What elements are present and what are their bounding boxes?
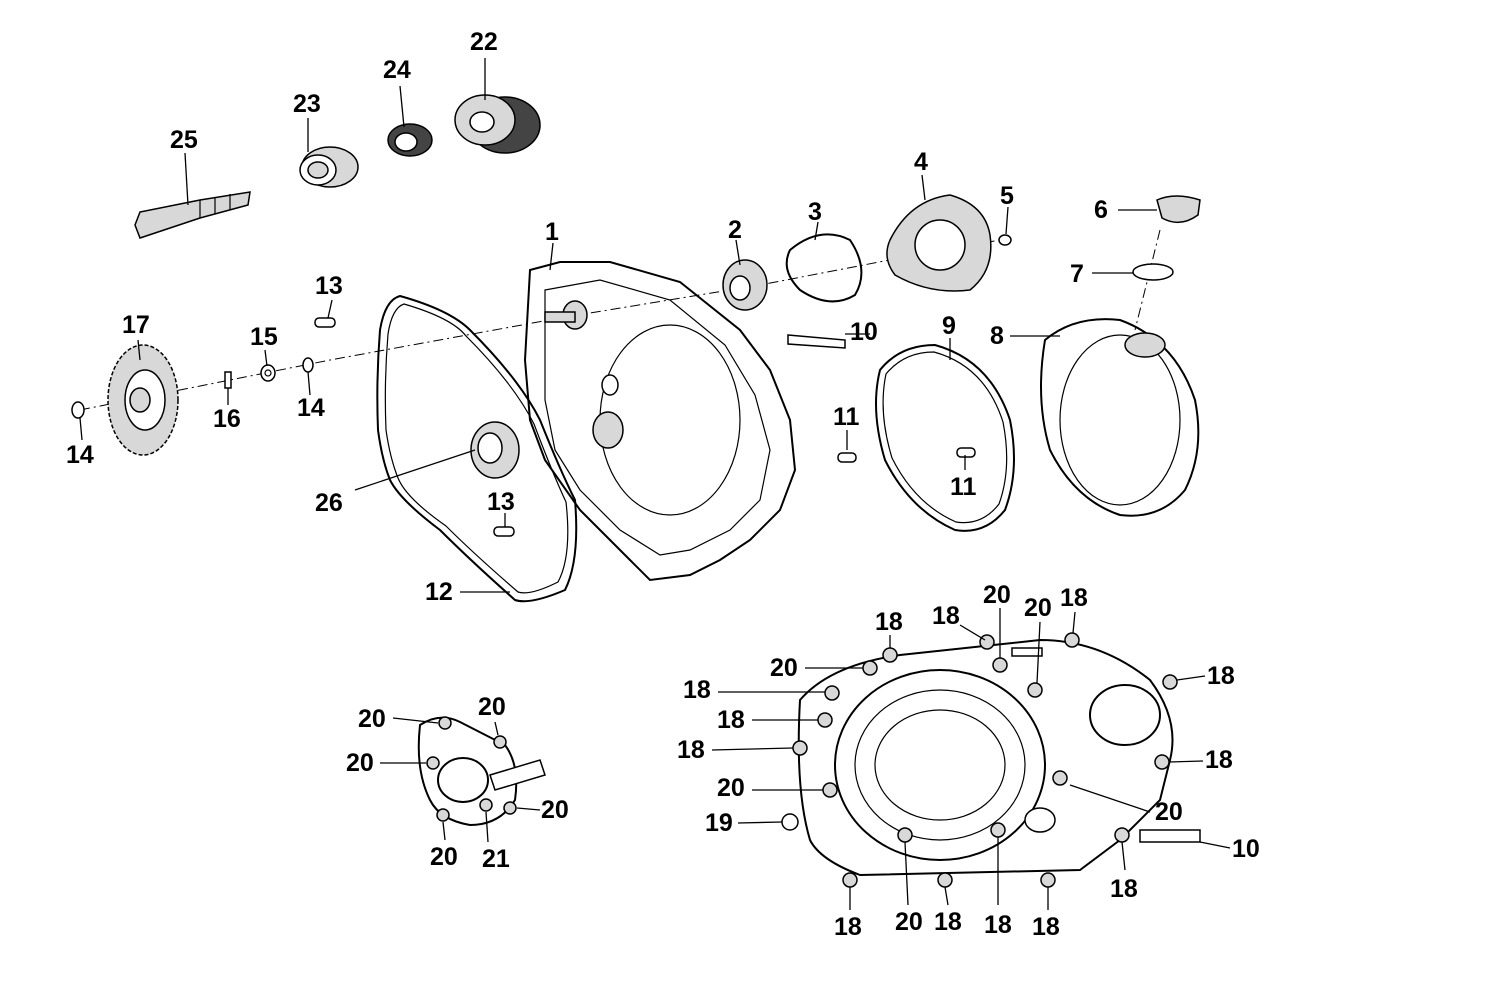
callout-18: 18: [834, 913, 862, 941]
callout-20: 20: [478, 693, 506, 721]
callout-10-upper: 10: [850, 318, 878, 346]
part-clutch-cover: [1040, 318, 1200, 517]
callout-14-left: 14: [66, 441, 94, 469]
callout-20: 20: [541, 796, 569, 824]
part-gear-stack: [454, 94, 541, 154]
callout-labels: 1 2 3 4 5 6 7 8 9 10 10 11 11 12 13 13 1…: [66, 28, 1260, 873]
part-crankcase-cover: [523, 261, 797, 582]
callout-20: 20: [1024, 594, 1052, 622]
callout-18: 18: [677, 736, 705, 764]
callout-20: 20: [895, 908, 923, 936]
callout-20: 20: [983, 581, 1011, 609]
part-seal: [387, 123, 433, 157]
callout-18: 18: [1110, 875, 1138, 903]
callout-13-lower: 13: [487, 488, 515, 516]
callout-18: 18: [1207, 662, 1235, 690]
part-small-fittings: [71, 317, 976, 537]
part-small-washer: [998, 234, 1012, 246]
callout-20: 20: [770, 654, 798, 682]
callout-20: 20: [1155, 798, 1183, 826]
callout-18: 18: [1205, 746, 1233, 774]
callout-21: 21: [482, 845, 510, 873]
callout-18: 18: [875, 608, 903, 636]
callout-20: 20: [717, 774, 745, 802]
part-outer-cover: [797, 638, 1201, 877]
part-pump-cover: [417, 716, 546, 827]
callout-20: 20: [430, 843, 458, 871]
leader-lines: [79, 58, 1157, 593]
assembly-axis-lines: [79, 229, 1161, 411]
callout-9: 9: [942, 312, 956, 340]
callout-8: 8: [990, 322, 1004, 350]
part-gasket-cover: [875, 343, 1015, 532]
part-shaft: [134, 191, 251, 239]
callout-17: 17: [122, 311, 150, 339]
part-gasket-large: [376, 294, 578, 603]
callout-18: 18: [683, 676, 711, 704]
callout-4: 4: [914, 148, 928, 176]
callout-11-left: 11: [833, 403, 860, 431]
callout-15: 15: [250, 323, 278, 351]
part-oring: [785, 233, 863, 303]
callout-19: 19: [705, 809, 733, 837]
bolt-leader-lines: [380, 608, 1231, 910]
part-bearing: [299, 146, 359, 188]
callout-20: 20: [346, 749, 374, 777]
callout-2: 2: [728, 216, 742, 244]
callout-18: 18: [717, 706, 745, 734]
callout-20: 20: [358, 705, 386, 733]
part-gear: [107, 344, 179, 456]
callout-18: 18: [984, 911, 1012, 939]
callout-26: 26: [315, 489, 343, 517]
part-pump-housing: [886, 194, 992, 292]
callout-13-upper: 13: [315, 272, 343, 300]
part-impeller: [722, 259, 768, 311]
callout-18: 18: [932, 602, 960, 630]
callout-18: 18: [934, 908, 962, 936]
callout-11-right: 11: [950, 473, 977, 501]
callout-23: 23: [293, 90, 321, 118]
part-bearing-small: [470, 421, 520, 479]
part-strip-upper: [787, 334, 846, 349]
callout-3: 3: [808, 198, 822, 226]
callout-24: 24: [383, 56, 411, 84]
part-filler-plug: [1132, 195, 1201, 281]
callout-1: 1: [545, 218, 559, 246]
bolt-callouts: 18 18 18 18 18 18 18 18 18 18 18 18 18 2…: [346, 581, 1235, 941]
callout-18: 18: [1060, 584, 1088, 612]
callout-25: 25: [170, 126, 198, 154]
callout-18: 18: [1032, 913, 1060, 941]
callout-22: 22: [470, 28, 498, 56]
callout-10-lower: 10: [1232, 835, 1260, 863]
callout-14-right: 14: [297, 394, 325, 422]
callout-5: 5: [1000, 182, 1014, 210]
callout-6: 6: [1094, 196, 1108, 224]
callout-16: 16: [213, 405, 241, 433]
callout-12: 12: [425, 578, 453, 606]
callout-7: 7: [1070, 260, 1084, 288]
